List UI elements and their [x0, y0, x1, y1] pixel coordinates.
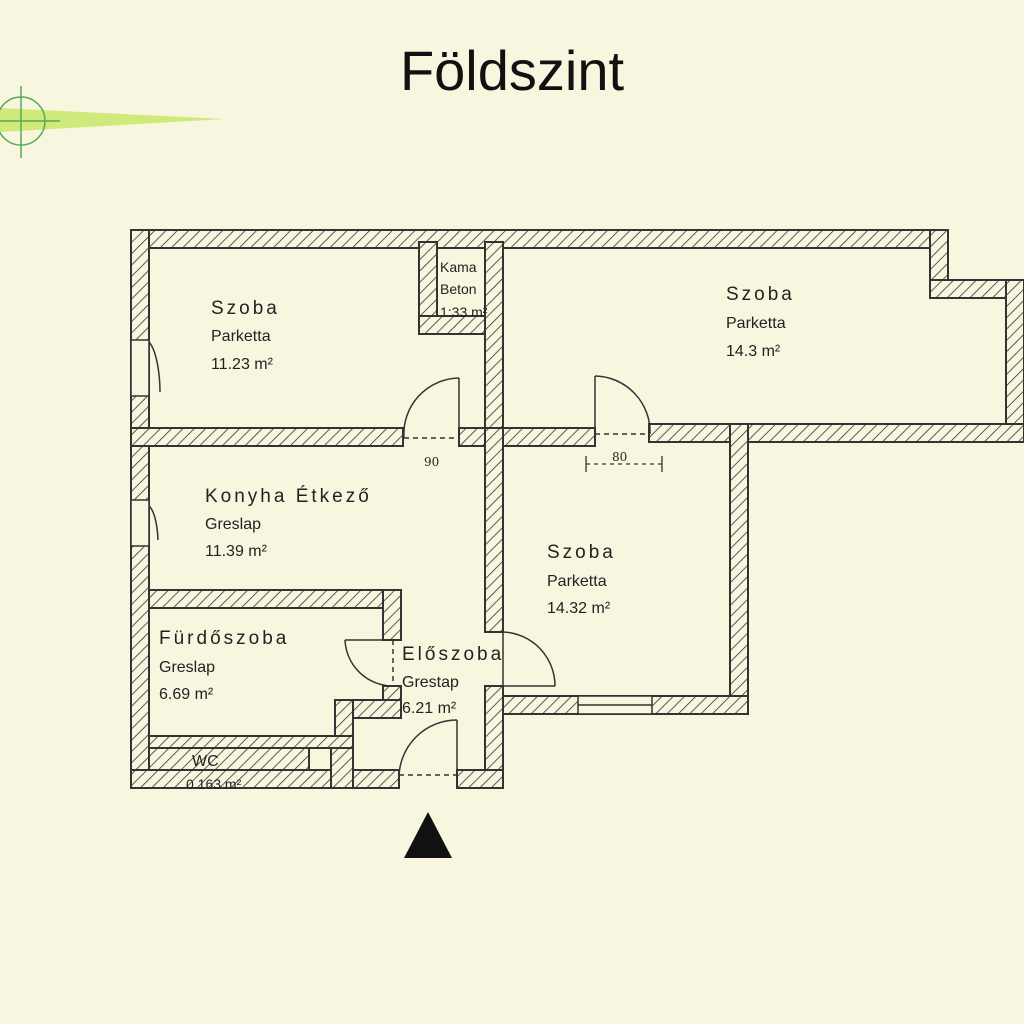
room-kama: Kama Beton 1:33 m² [440, 259, 488, 320]
svg-text:14.3 m²: 14.3 m² [726, 343, 781, 360]
svg-text:14.32 m²: 14.32 m² [547, 600, 611, 617]
svg-text:Greslap: Greslap [159, 659, 215, 676]
door-szoba-right [594, 375, 651, 435]
plan-title: Földszint [399, 39, 625, 102]
window-left-lower [130, 499, 150, 547]
svg-text:Konyha Étkező: Konyha Étkező [205, 486, 372, 507]
svg-text:Parketta: Parketta [726, 315, 786, 332]
window-left-upper [130, 339, 150, 397]
svg-text:Beton: Beton [440, 281, 477, 297]
svg-text:11.23 m²: 11.23 m² [211, 356, 274, 373]
entrance-arrow-icon [404, 812, 452, 858]
room-szoba-upper-right: Szoba Parketta 14.3 m² [726, 284, 795, 360]
room-szoba-upper-left: Szoba Parketta 11.23 m² [211, 298, 280, 373]
room-konyha: Konyha Étkező Greslap 11.39 m² [205, 486, 372, 560]
room-szoba-lower: Szoba Parketta 14.32 m² [547, 542, 616, 617]
svg-text:Greslap: Greslap [205, 516, 261, 533]
door-bathroom [344, 639, 394, 687]
door-entrance [398, 719, 458, 779]
doors [148, 341, 651, 779]
svg-text:Fürdőszoba: Fürdőszoba [159, 628, 289, 649]
svg-text:11.39 m²: 11.39 m² [205, 543, 268, 560]
svg-text:Kama: Kama [440, 259, 477, 275]
room-wc: WC 0.163 m² [186, 753, 242, 792]
dimension-right [585, 456, 663, 472]
svg-text:Szoba: Szoba [726, 284, 795, 305]
svg-text:Grestap: Grestap [402, 674, 459, 691]
room-furdoszoba: Fürdőszoba Greslap 6.69 m² [159, 628, 289, 703]
svg-text:Szoba: Szoba [547, 542, 616, 563]
svg-text:Parketta: Parketta [547, 573, 607, 590]
svg-text:Előszoba: Előszoba [402, 644, 504, 665]
svg-text:Parketta: Parketta [211, 328, 271, 345]
door-window-left-lower [148, 505, 159, 541]
svg-text:6.69 m²: 6.69 m² [159, 686, 214, 703]
svg-text:Szoba: Szoba [211, 298, 280, 319]
svg-text:0.163 m²: 0.163 m² [186, 776, 242, 792]
door-szoba-left [403, 377, 460, 439]
dimension-label-90: 90 [424, 455, 439, 469]
svg-text:WC: WC [192, 753, 219, 770]
windows [130, 339, 653, 715]
door-window-left-upper [148, 341, 161, 393]
svg-text:1:33 m²: 1:33 m² [440, 304, 488, 320]
svg-text:6.21 m²: 6.21 m² [402, 700, 457, 717]
compass-icon [0, 86, 225, 158]
room-eloszoba: Előszoba Grestap 6.21 m² [402, 644, 504, 717]
dimension-label-80: 80 [612, 450, 627, 464]
door-szoba-lower [502, 631, 556, 687]
